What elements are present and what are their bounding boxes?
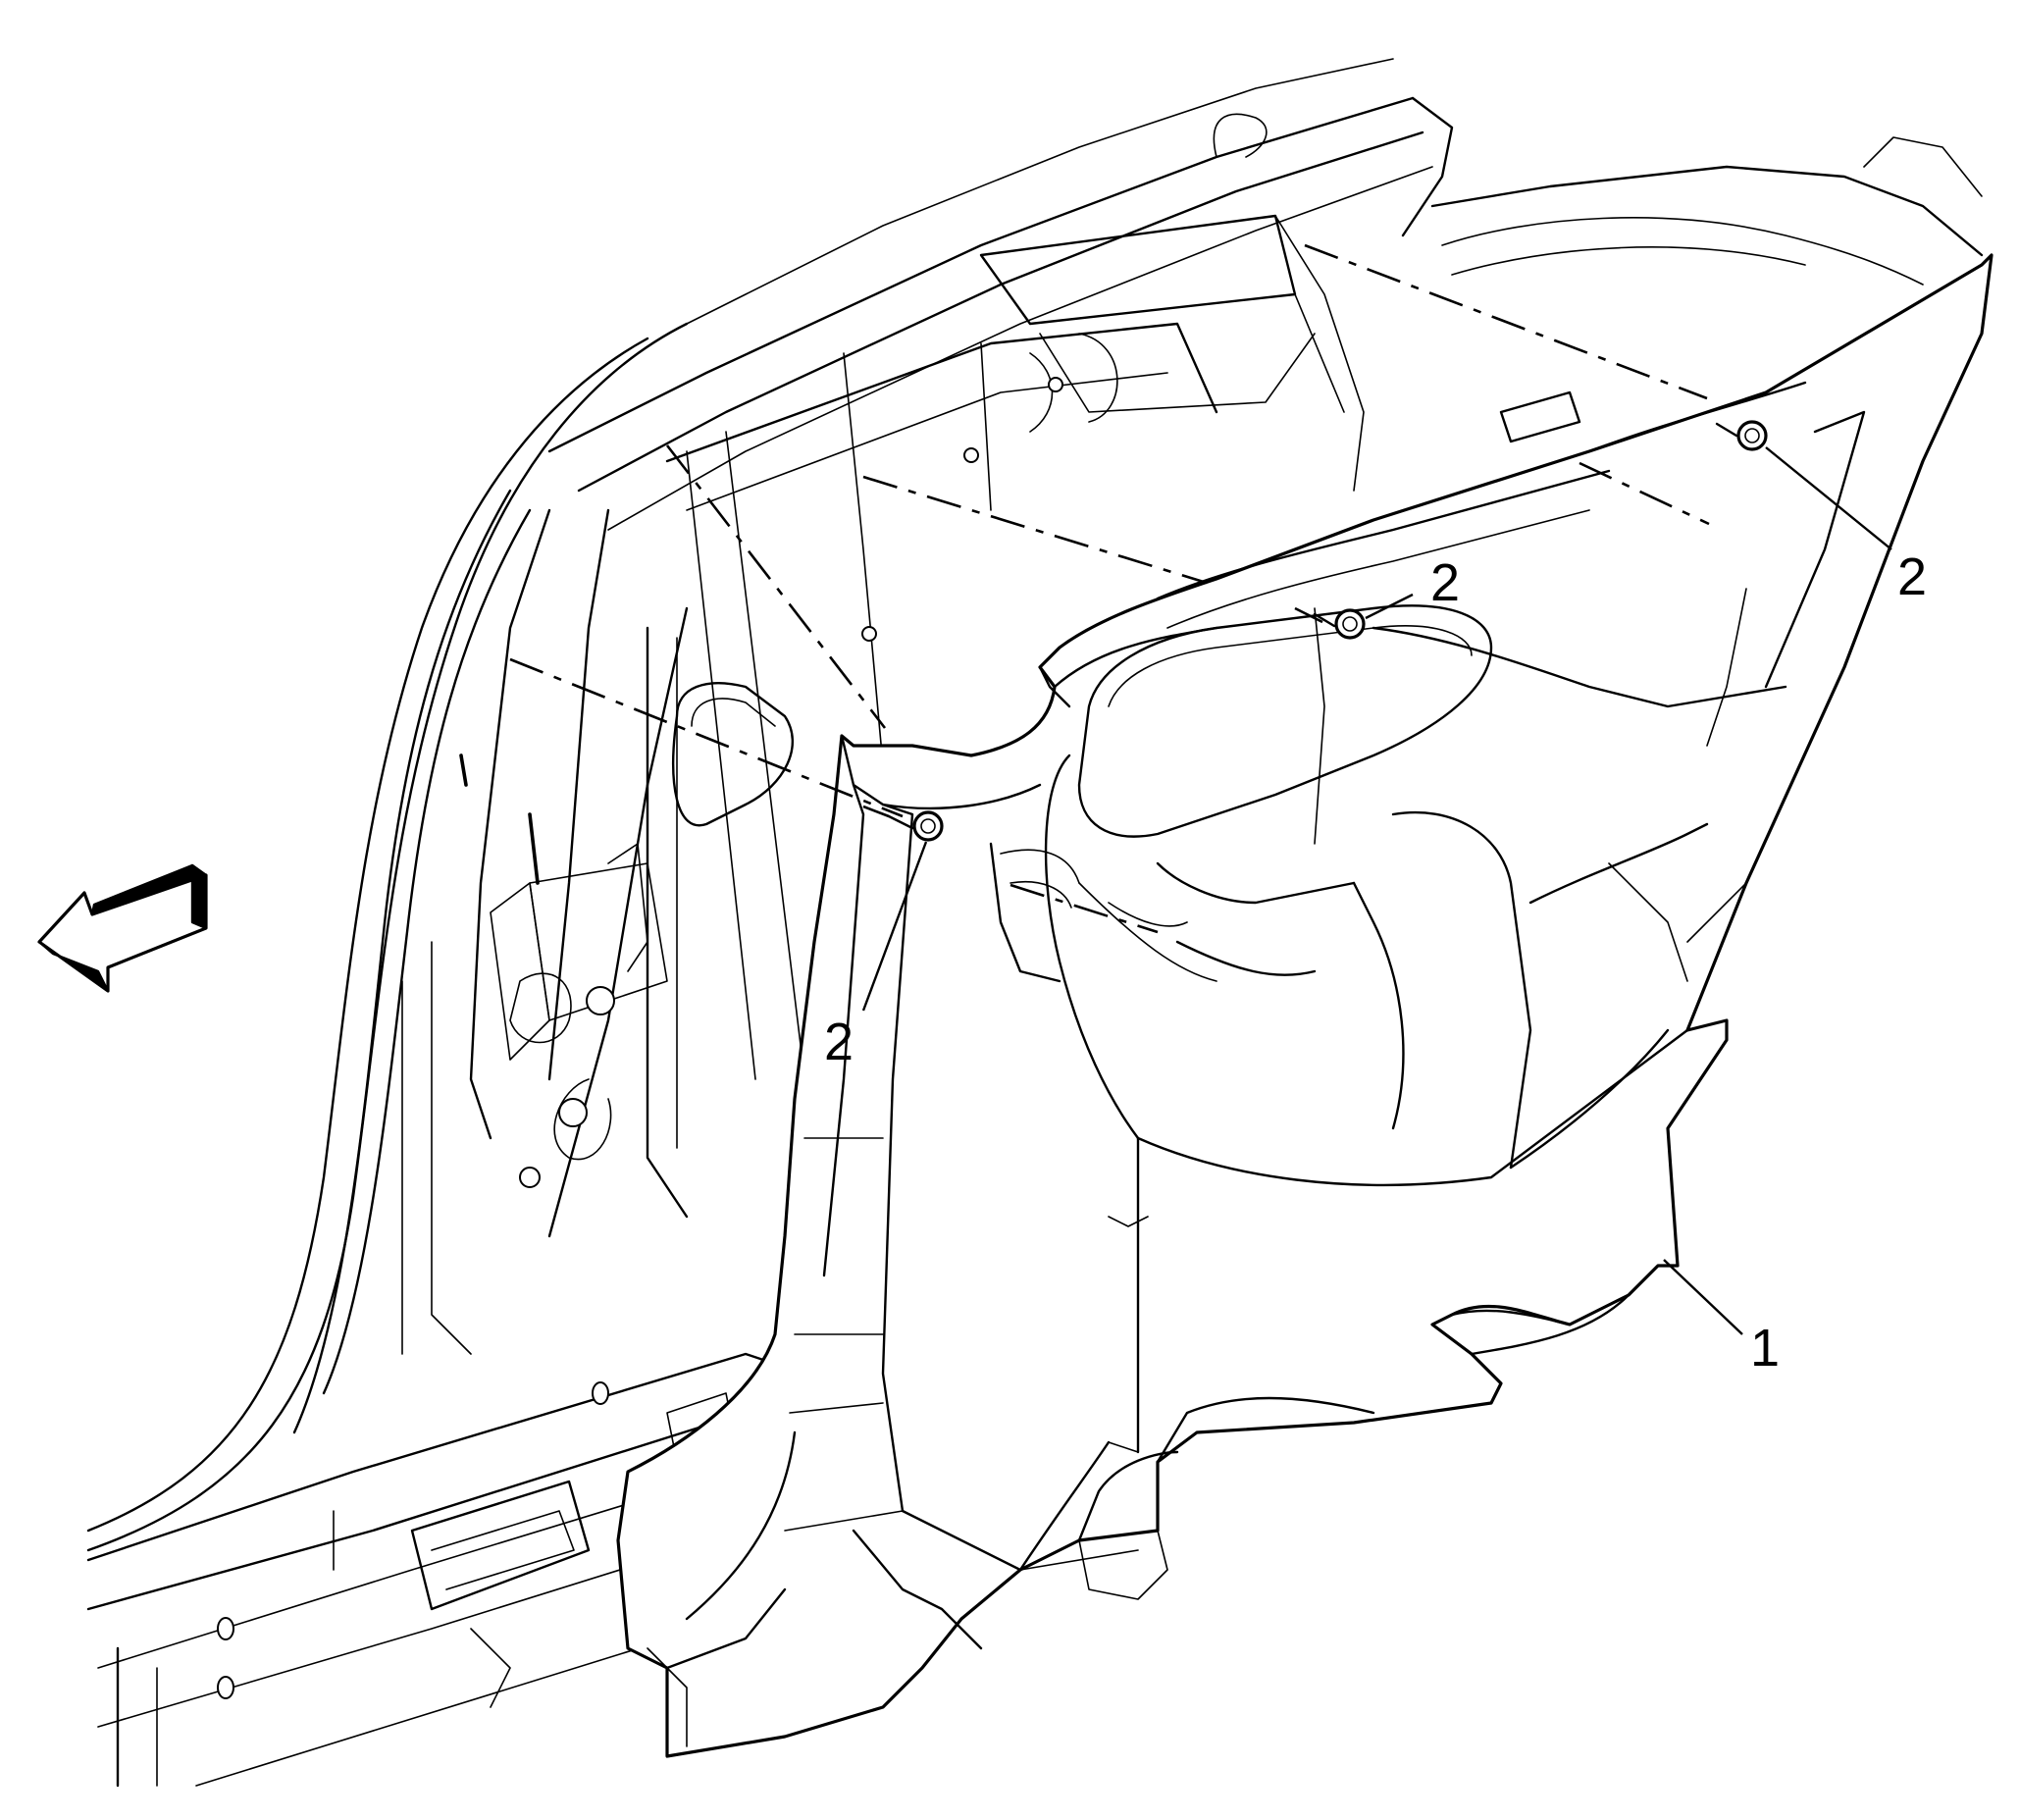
callout-fastener-left: 2 [824,1013,854,1071]
alignment-line-center-fastener [1294,606,1323,624]
alignment-line-left-fastener [862,805,890,818]
alignment-lines [509,243,1710,934]
callouts: 1 2 2 2 [824,547,1927,1378]
forward-arrow-icon [37,863,208,993]
fastener-center [1313,608,1366,640]
quarter-trim-panel [616,253,1993,1758]
callout-fastener-right: 2 [1897,547,1927,606]
alignment-line-window [1010,883,1159,934]
alignment-line-center [862,475,1208,585]
callout-trim-panel: 1 [1750,1319,1780,1378]
alignment-line-left [509,657,904,818]
alignment-line-right-lower [1579,461,1710,526]
fastener-left [887,810,944,842]
fastener-right [1715,420,1768,451]
callout-fastener-center: 2 [1430,553,1460,612]
alignment-line-upper-pillar [665,444,887,729]
leader-fastener-right [1765,446,1892,550]
alignment-line-right-upper [1304,243,1708,400]
leader-fastener-left [861,841,928,1012]
vehicle-body-structure [86,58,1984,1788]
fastener-group [887,420,1768,842]
leader-fastener-center [1365,593,1414,620]
leader-item-1 [1663,1259,1743,1335]
leader-lines [861,446,1892,1335]
